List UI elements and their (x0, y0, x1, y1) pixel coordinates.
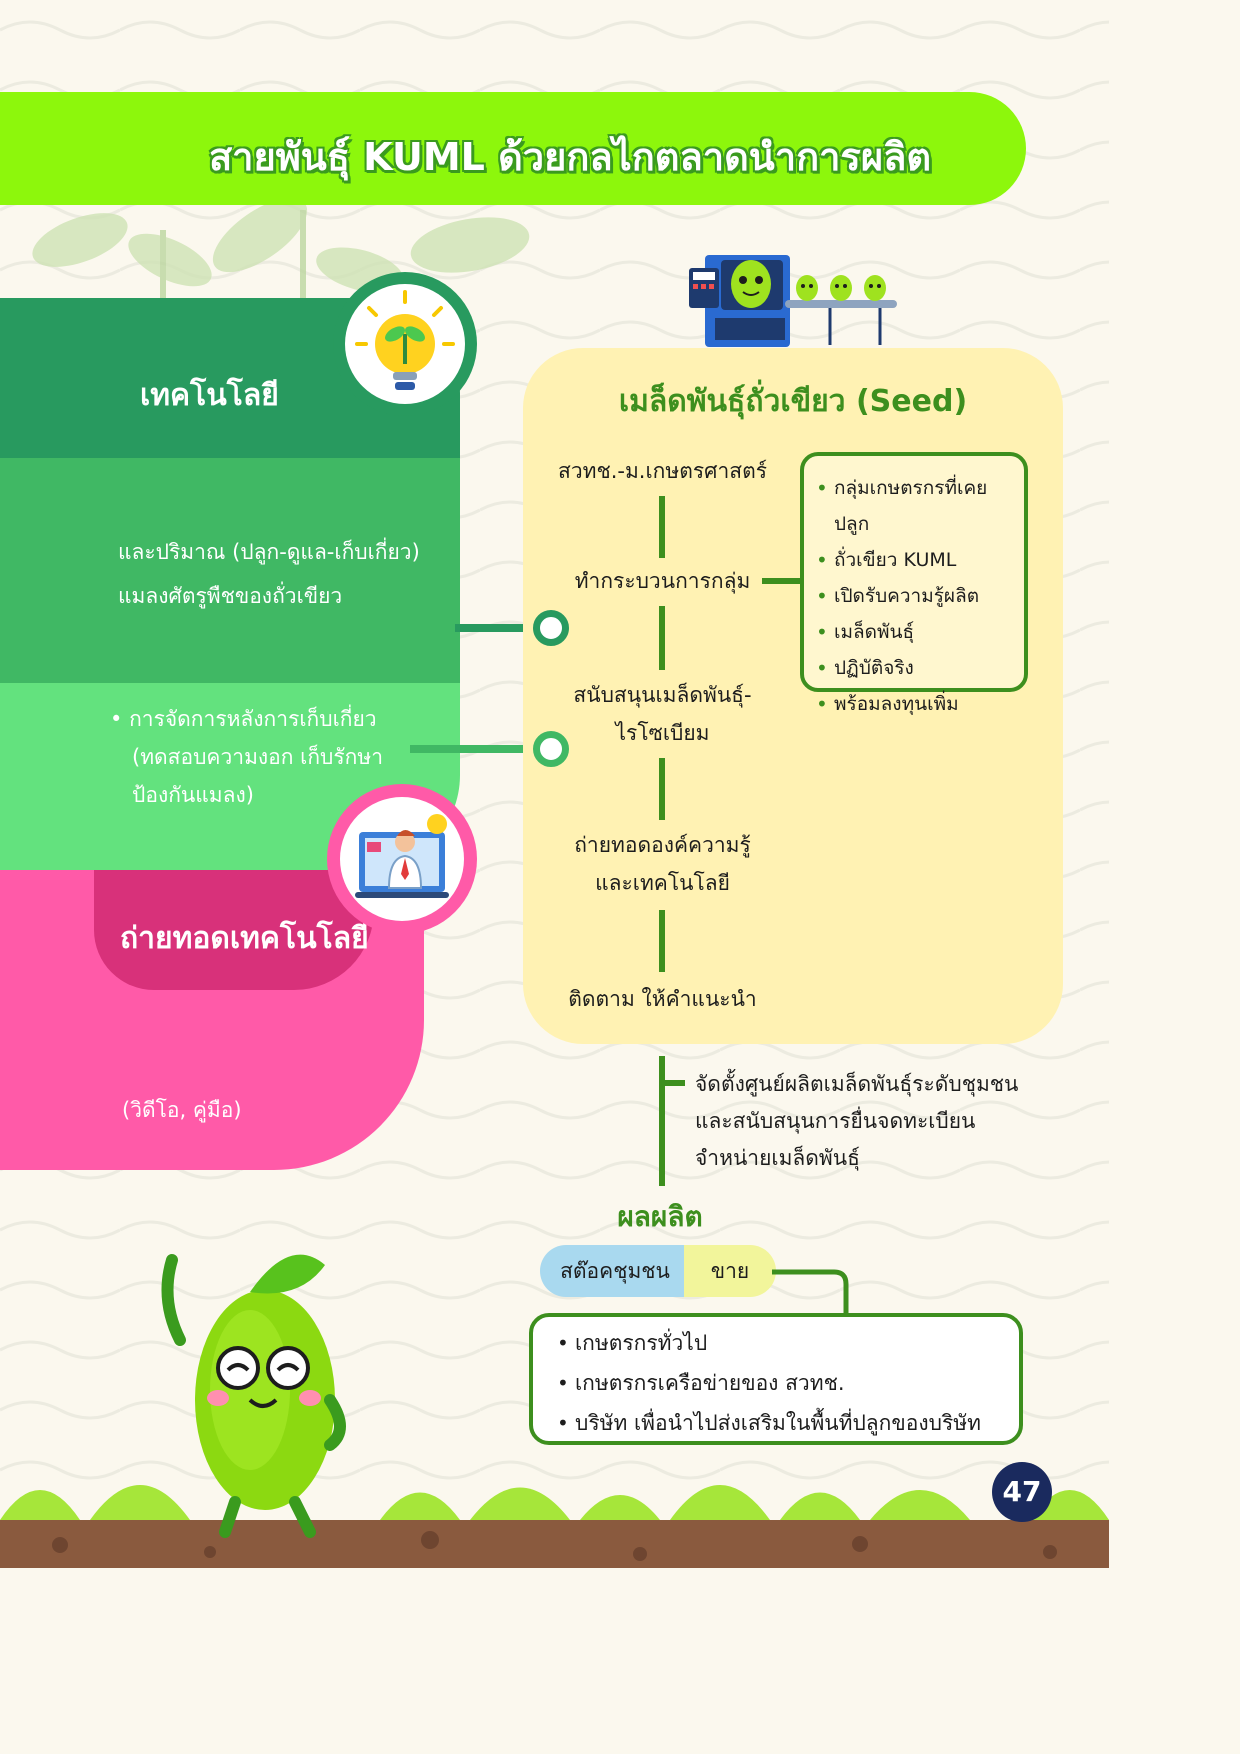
center-text-line: จำหน่ายเมล็ดพันธุ์ (695, 1146, 860, 1170)
step-line: และเทคโนโลยี (595, 871, 730, 895)
page-number: 47 (992, 1462, 1052, 1522)
step-line: สวทช.-ม.เกษตรศาสตร์ (558, 459, 767, 483)
list-item: ปฏิบัติจริง (816, 650, 1016, 686)
step-line: ถ่ายทอดองค์ความรู้ (574, 833, 751, 857)
step-follow-up: ติดตาม ให้คำแนะนำ (540, 980, 785, 1018)
farmer-group-box: กลุ่มเกษตรกรที่เคยปลูก ถั่วเขียว KUML เป… (800, 452, 1028, 722)
center-text-line: จัดตั้งศูนย์ผลิตเมล็ดพันธุ์ระดับชุมชน (695, 1072, 1019, 1096)
seed-center-text: จัดตั้งศูนย์ผลิตเมล็ดพันธุ์ระดับชุมชน แล… (695, 1066, 1055, 1177)
presenter-badge (327, 784, 477, 934)
buyers-list: เกษตรกรทั่วไป เกษตรกรเครือข่ายของ สวทช. … (557, 1323, 1009, 1443)
post-harvest-line2: (ทดสอบความงอก เก็บรักษา (132, 745, 384, 769)
community-stock-pill: สต๊อคชุมชน (540, 1245, 690, 1297)
transfer-heading-band (94, 870, 374, 990)
connector-dot-post-harvest (533, 731, 569, 767)
connector-technology (455, 624, 545, 632)
sell-pill: ขาย (684, 1245, 776, 1297)
seed-machine-icon (689, 255, 897, 347)
tech-text-line2: แมลงศัตรูพืชของถั่วเขียว (118, 584, 343, 608)
transfer-heading: ถ่ายทอดเทคโนโลยี (120, 921, 369, 956)
list-item: เมล็ดพันธุ์ (816, 614, 1016, 650)
group-connector (762, 578, 802, 584)
lightbulb-plant-icon (345, 284, 465, 404)
lightbulb-badge (333, 272, 477, 416)
list-item: เปิดรับความรู้ผลิต (816, 578, 1016, 614)
center-text-line: และสนับสนุนการยื่นจดทะเบียน (695, 1109, 976, 1133)
list-item: ถั่วเขียว KUML (816, 542, 1016, 578)
post-harvest-line1: • การจัดการหลังการเก็บเกี่ยว (110, 700, 383, 738)
flow-line (659, 758, 665, 820)
step-line: ติดตาม ให้คำแนะนำ (568, 987, 757, 1011)
list-item: พร้อมลงทุนเพิ่ม (816, 686, 1016, 722)
bean-mascot-icon (161, 1254, 346, 1538)
flow-line (659, 606, 665, 670)
list-item: เกษตรกรเครือข่ายของ สวทช. (557, 1363, 1009, 1403)
connector-post-harvest (410, 745, 545, 753)
step-line: ทำกระบวนการกลุ่ม (574, 569, 751, 593)
step-nstda-ku: สวทช.-ม.เกษตรศาสตร์ (540, 452, 785, 490)
center-stem (659, 1056, 665, 1186)
list-item: บริษัท เพื่อนำไปส่งเสริมในพื้นที่ปลูกของ… (557, 1403, 1009, 1443)
technology-middle-band (0, 458, 460, 688)
list-item: เกษตรกรทั่วไป (557, 1323, 1009, 1363)
center-branch (659, 1080, 685, 1086)
page-title: สายพันธุ์ KUML ด้วยกลไกตลาดนำการผลิต (208, 135, 932, 179)
buyers-box: เกษตรกรทั่วไป เกษตรกรเครือข่ายของ สวทช. … (529, 1313, 1023, 1445)
technology-heading: เทคโนโลยี (140, 378, 279, 413)
tech-text-line1: และปริมาณ (ปลูก-ดูแล-เก็บเกี่ยว) (118, 540, 420, 564)
post-harvest-line3: ป้องกันแมลง) (132, 783, 254, 807)
products-title: ผลผลิต (617, 1200, 703, 1233)
step-group-process: ทำกระบวนการกลุ่ม (540, 562, 785, 600)
ground-decoration (0, 1485, 1109, 1568)
flow-line (659, 496, 665, 558)
presenter-screen-icon (340, 797, 464, 921)
step-line: สนับสนุนเมล็ดพันธุ์- (573, 683, 752, 707)
step-seed-support: สนับสนุนเมล็ดพันธุ์- ไรโซเบียม (540, 676, 785, 752)
bullet-dot: • (110, 707, 123, 731)
farmer-group-list: กลุ่มเกษตรกรที่เคยปลูก ถั่วเขียว KUML เป… (816, 470, 1016, 722)
media-text: (วิดีโอ, คู่มือ) (122, 1098, 242, 1122)
leaves-decoration (32, 200, 530, 320)
list-item: กลุ่มเกษตรกรที่เคยปลูก (816, 470, 1016, 542)
sell-connector (772, 1269, 849, 1318)
seed-panel-title: เมล็ดพันธุ์ถั่วเขียว (Seed) (618, 384, 968, 419)
step-knowledge-transfer: ถ่ายทอดองค์ความรู้ และเทคโนโลยี (540, 826, 785, 902)
post-harvest-text: • การจัดการหลังการเก็บเกี่ยว (ทดสอบความง… (110, 700, 383, 814)
step-line: ไรโซเบียม (615, 721, 710, 745)
title-banner (0, 92, 1026, 205)
flow-line (659, 910, 665, 972)
post-harvest-label: การจัดการหลังการเก็บเกี่ยว (129, 707, 377, 731)
connector-dot-technology (533, 610, 569, 646)
